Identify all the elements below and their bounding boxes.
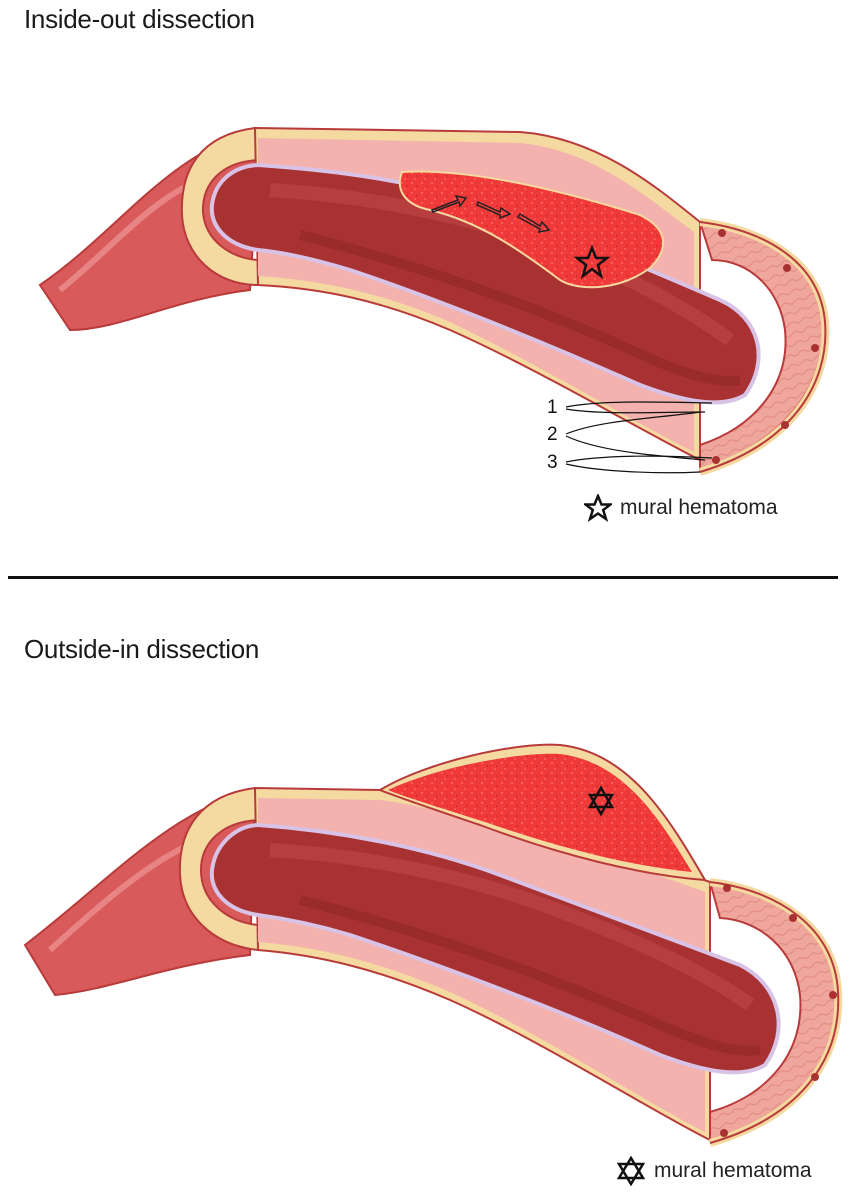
panel-divider — [8, 576, 838, 579]
legend-outside-in: mural hematoma — [616, 1156, 812, 1186]
vessel-inside-out — [38, 126, 830, 476]
outside-in-title: Outside-in dissection — [24, 634, 260, 664]
inside-out-title: Inside-out dissection — [24, 4, 255, 34]
legend-inside-out: mural hematoma — [584, 494, 778, 522]
five-point-star-icon — [584, 494, 612, 522]
legend-text: mural hematoma — [654, 1159, 812, 1182]
six-point-star-icon — [616, 1156, 646, 1186]
six-point-star-icon — [587, 785, 615, 817]
propagation-arrows — [430, 194, 551, 233]
legend-text: mural hematoma — [620, 496, 778, 519]
layer-label-3: 3 — [547, 452, 558, 473]
vessel-outside-in — [23, 743, 843, 1147]
layer-label-1: 1 — [547, 397, 558, 418]
layer-label-2: 2 — [547, 424, 558, 445]
layer-leader-lines — [565, 401, 713, 474]
five-point-star-icon — [573, 244, 611, 280]
